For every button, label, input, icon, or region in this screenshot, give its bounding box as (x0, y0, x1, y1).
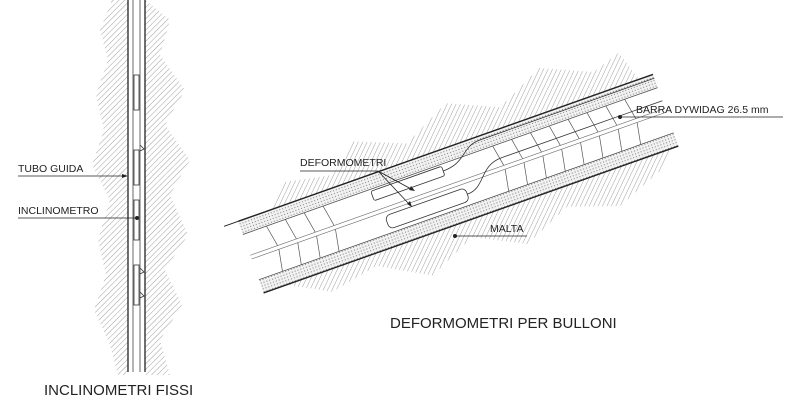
grout-label: MALTA (490, 223, 523, 235)
inclinometer-label: INCLINOMETRO (18, 205, 99, 217)
guide-tube-arrow-icon (122, 174, 128, 178)
bolt-section (223, 52, 679, 294)
strain-gauges (370, 77, 663, 229)
rock-hatch-left (92, 0, 128, 375)
rock-hatch-upper (271, 52, 639, 210)
inclinometer-dot-icon (135, 216, 139, 220)
bar-ribs (266, 99, 642, 272)
strain-gauges-label: DEFORMOMETRI (300, 157, 386, 169)
bar-label: BARRA DYWIDAG 26.5 mm (636, 104, 769, 116)
rock-hatch-right (145, 0, 190, 375)
strain-gauge-leader-1 (377, 170, 414, 191)
inclinometer-borehole: TUBO GUIDA INCLINOMETRO (18, 0, 190, 375)
bar-dot-icon (618, 115, 622, 119)
left-drawing-title: INCLINOMETRI FISSI (44, 382, 193, 399)
inclinometer-probes (133, 74, 145, 306)
rock-hatch-lower (287, 147, 674, 292)
right-drawing-title: DEFORMOMETRI PER BULLONI (390, 315, 617, 332)
guide-tube-label: TUBO GUIDA (18, 163, 83, 175)
strain-gauge-arrow-icon (407, 186, 415, 207)
grout-dot-icon (453, 234, 457, 238)
strain-gauge-leader-2 (377, 170, 411, 206)
